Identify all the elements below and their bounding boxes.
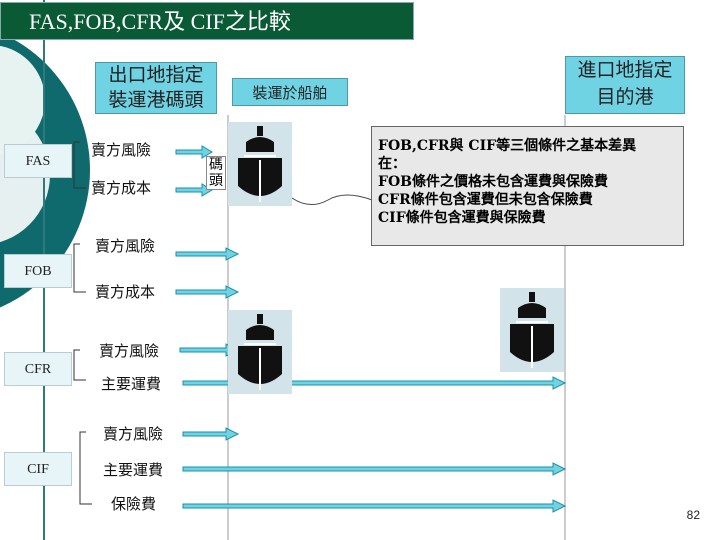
fas-wave	[291, 194, 373, 205]
ship-icon	[500, 288, 564, 372]
fas-bracket	[73, 141, 86, 189]
cfr-bracket	[73, 349, 86, 381]
fob-seller-risk: 賣方風險	[95, 237, 156, 255]
fob-seller-cost: 賣方成本	[95, 283, 156, 301]
note-line2: 在：	[378, 156, 406, 172]
fob-cost-arrow	[175, 285, 240, 299]
dock-label: 碼頭	[206, 156, 226, 190]
note-line5: CIF條件包含運費與保險費	[378, 210, 546, 226]
ship-icon	[228, 310, 292, 394]
export-port-line2: 裝運港碼頭	[108, 89, 204, 111]
term-fob: FOB	[4, 254, 72, 288]
note-line3: FOB條件之價格未包含運費與保險費	[378, 174, 608, 190]
note-line1: FOB,CFR與 CIF等三個條件之基本差異	[378, 138, 637, 154]
term-cfr: CFR	[4, 352, 72, 386]
cfr-seller-risk: 賣方風險	[99, 342, 160, 360]
fas-cost-arrow	[175, 183, 213, 197]
fas-risk-arrow	[175, 145, 213, 159]
fas-seller-cost: 賣方成本	[91, 179, 152, 197]
export-port-box: 出口地指定 裝運港碼頭	[95, 62, 217, 114]
cif-bracket	[79, 431, 92, 505]
cif-risk-arrow	[182, 427, 240, 441]
cif-freight-arrow	[182, 462, 567, 476]
fob-risk-arrow	[175, 247, 240, 261]
deco-circle-accent	[0, 45, 45, 155]
import-dest-line2: 目的港	[596, 86, 654, 108]
comparison-note: FOB,CFR與 CIF等三個條件之基本差異 在： FOB條件之價格未包含運費與…	[371, 126, 684, 246]
cif-insurance-arrow	[182, 499, 567, 513]
term-fas: FAS	[4, 144, 72, 178]
import-destination-box: 進口地指定 目的港	[565, 56, 685, 114]
fas-seller-risk: 賣方風險	[91, 141, 152, 159]
cif-main-freight: 主要運費	[103, 461, 164, 479]
fob-bracket	[73, 243, 86, 293]
export-port-line1: 出口地指定	[108, 64, 204, 86]
page-title: FAS,FOB,CFR及 CIF之比較	[0, 2, 414, 40]
note-line4: CFR條件包含運費但未包含保險費	[378, 192, 593, 208]
cif-seller-risk: 賣方風險	[103, 425, 164, 443]
cfr-main-freight: 主要運費	[101, 375, 162, 393]
page-number: 82	[686, 508, 700, 522]
ship-icon	[228, 122, 292, 206]
loading-on-ship-box: 裝運於船舶	[232, 78, 348, 106]
cif-insurance: 保險費	[111, 495, 157, 513]
term-cif: CIF	[4, 452, 72, 486]
import-dest-line1: 進口地指定	[577, 59, 673, 81]
